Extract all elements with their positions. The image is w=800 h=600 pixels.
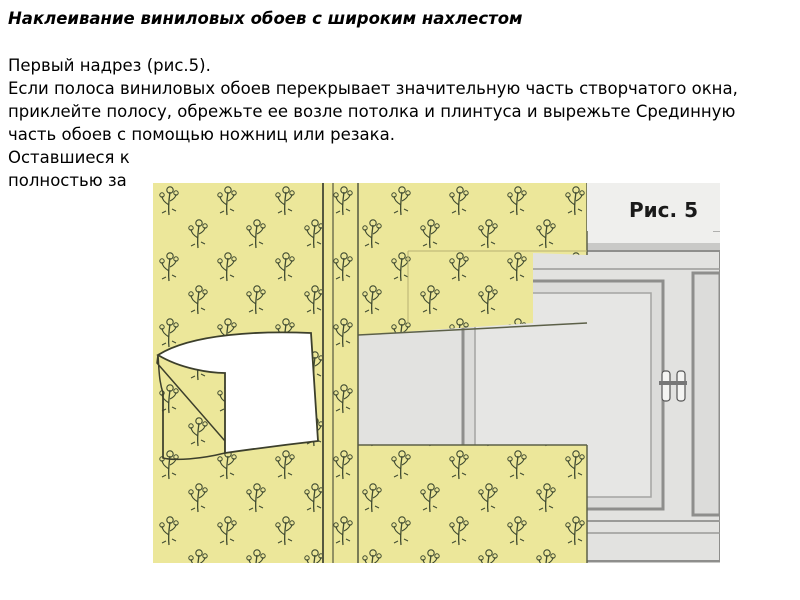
slide-title: Наклеивание виниловых обоев с широким на… bbox=[8, 9, 523, 28]
wallpaper-strip-lower bbox=[358, 445, 587, 563]
figure-label: Рис. 5 bbox=[629, 198, 699, 222]
paragraph-remaining-partial: Оставшиеся к bbox=[8, 148, 130, 167]
curled-wallpaper-flap-icon bbox=[156, 331, 319, 461]
paragraph-window-overlap: Если полоса виниловых обоев перекрывает … bbox=[8, 79, 738, 98]
paragraph-first-cut: Первый надрез (рис.5). bbox=[8, 56, 211, 75]
illustration-svg bbox=[153, 183, 720, 563]
wallpaper bbox=[153, 183, 588, 563]
window-sash-right bbox=[691, 271, 720, 517]
window-handle-icon bbox=[659, 370, 687, 402]
paragraph-trim-instructions: приклейте полосу, обрежьте ее возле пото… bbox=[8, 102, 736, 144]
slide-body: Первый надрез (рис.5). Если полоса винил… bbox=[8, 54, 738, 192]
label-backdrop bbox=[587, 183, 720, 231]
wallpaper-strip-upper bbox=[358, 183, 587, 335]
wallpaper-illustration: Рис. 5 bbox=[153, 183, 720, 563]
paragraph-fully-partial: полностью за bbox=[8, 171, 127, 190]
